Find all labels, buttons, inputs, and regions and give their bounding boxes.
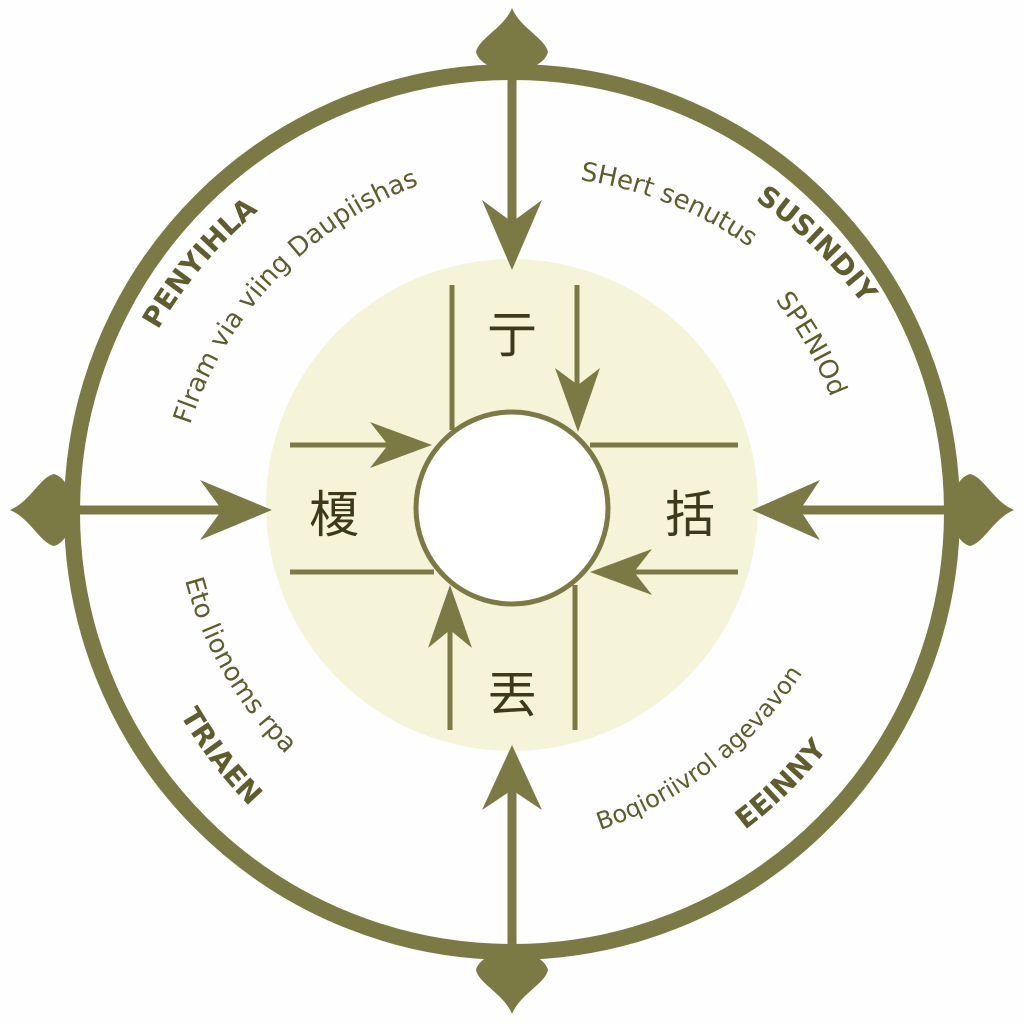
top-right-line2: SPENIOd bbox=[769, 286, 852, 400]
inner-hub bbox=[413, 409, 611, 607]
glyph-right: 括 bbox=[665, 486, 715, 544]
inner-arrow-top-right bbox=[555, 285, 600, 432]
bottom-axis bbox=[482, 745, 542, 960]
left-axis bbox=[60, 480, 272, 540]
inner-arrow-bottom-left bbox=[428, 585, 472, 730]
top-right-line1-path: SHert senutus bbox=[579, 157, 763, 253]
inner-arrow-right-bottom bbox=[590, 549, 738, 595]
left-marker bbox=[10, 474, 76, 546]
top-right-line2-path: SPENIOd bbox=[769, 286, 852, 400]
inner-frame bbox=[290, 285, 738, 730]
bottom-marker bbox=[476, 948, 548, 1014]
top-axis bbox=[482, 60, 542, 270]
glyph-top: 亍 bbox=[487, 306, 537, 364]
glyph-left: 榎 bbox=[309, 486, 359, 544]
glyph-bottom: 丟 bbox=[487, 666, 537, 724]
top-marker bbox=[476, 8, 548, 74]
right-marker bbox=[948, 474, 1014, 546]
top-right-line1: SHert senutus bbox=[579, 157, 763, 253]
right-axis bbox=[752, 480, 960, 540]
inner-arrow-left-top bbox=[290, 422, 432, 468]
